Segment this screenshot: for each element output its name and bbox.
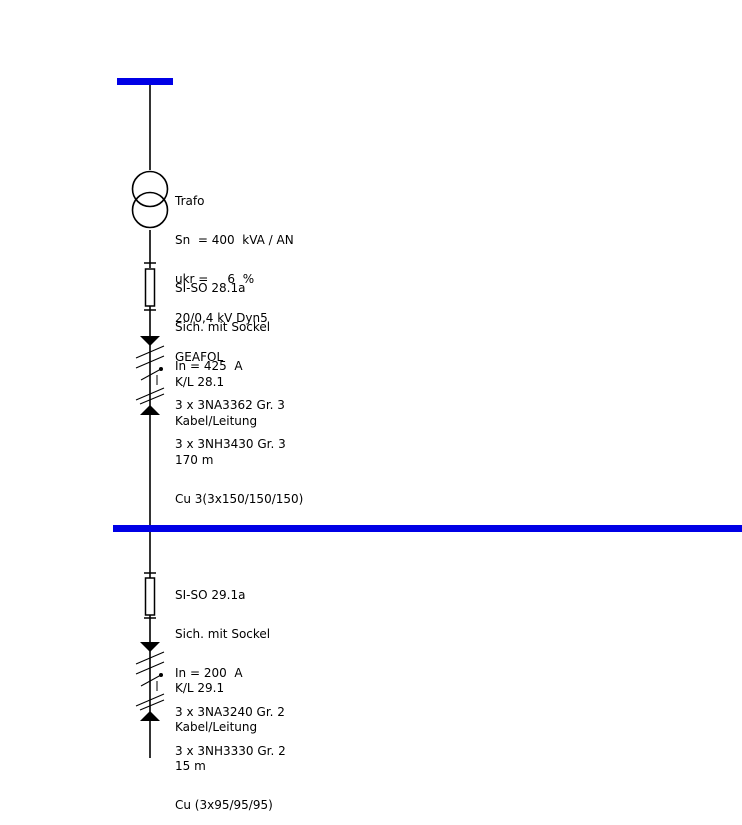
fuse-2-bases: 3 x 3NH3330 Gr. 2: [175, 744, 286, 758]
fuse-2-fuse-links: 3 x 3NA3240 Gr. 2: [175, 705, 285, 719]
fuse-1-type: Sich. mit Sockel: [175, 320, 271, 334]
cable-2-label: K/L 29.1 Kabel/Leitung 15 m Cu (3x95/95/…: [175, 656, 273, 825]
cable-symbol-1[interactable]: [135, 336, 165, 415]
fuse-1-name: SI-SO 28.1a: [175, 281, 246, 295]
cable-1-end-arrow-down: [140, 336, 160, 346]
transformer-primary-winding: [131, 170, 169, 208]
fuse-1-fuse-links: 3 x 3NA3362 Gr. 3: [175, 398, 285, 412]
transformer-secondary-winding: [131, 191, 169, 229]
cable-2-end-arrow-down: [140, 642, 160, 652]
transformer-name: Trafo: [175, 194, 205, 208]
fuse-1-bases: 3 x 3NH3430 Gr. 3: [175, 437, 286, 451]
cable-1-end-arrow-up: [140, 405, 160, 415]
cable-1-cross-section: Cu 3(3x150/150/150): [175, 492, 304, 506]
fuse-2-rated-current: In = 200 A: [175, 666, 243, 680]
cable-2-end-arrow-up: [140, 711, 160, 721]
fuse-2-type: Sich. mit Sockel: [175, 627, 271, 641]
fuse-symbol-1[interactable]: [140, 262, 160, 311]
fuse-2-label: SI-SO 29.1a Sich. mit Sockel In = 200 A …: [175, 563, 286, 771]
cable-1-type: Kabel/Leitung: [175, 414, 258, 428]
transformer-voltage-vector-group: 20/0,4 kV Dyn5: [175, 311, 268, 325]
fuse-symbol-2[interactable]: [144, 572, 156, 619]
fuse-1-rated-current: In = 425 A: [175, 359, 243, 373]
fuse-2-name: SI-SO 29.1a: [175, 588, 246, 602]
cable-2-type: Kabel/Leitung: [175, 720, 258, 734]
fuse-1-label: SI-SO 28.1a Sich. mit Sockel In = 425 A …: [175, 256, 286, 464]
cable-symbol-2[interactable]: [135, 642, 165, 721]
main-busbar[interactable]: [113, 525, 742, 532]
transformer-rated-power: Sn = 400 kVA / AN: [175, 233, 294, 247]
top-busbar[interactable]: [117, 78, 173, 85]
cable-1-name: K/L 28.1: [175, 375, 225, 389]
transformer-short-circuit-voltage: ukr = 6 %: [175, 272, 255, 286]
transformer-symbol[interactable]: [130, 170, 170, 230]
cable-1-length: 170 m: [175, 453, 214, 467]
transformer-type: GEAFOL: [175, 350, 224, 364]
single-line-diagram: [113, 78, 742, 758]
cable-2-length: 15 m: [175, 759, 206, 773]
cable-2-cross-section: Cu (3x95/95/95): [175, 798, 273, 812]
transformer-label: Trafo Sn = 400 kVA / AN ukr = 6 % 20/0,4…: [175, 169, 294, 377]
cable-1-label: K/L 28.1 Kabel/Leitung 170 m Cu 3(3x150/…: [175, 350, 303, 519]
cable-2-name: K/L 29.1: [175, 681, 225, 695]
